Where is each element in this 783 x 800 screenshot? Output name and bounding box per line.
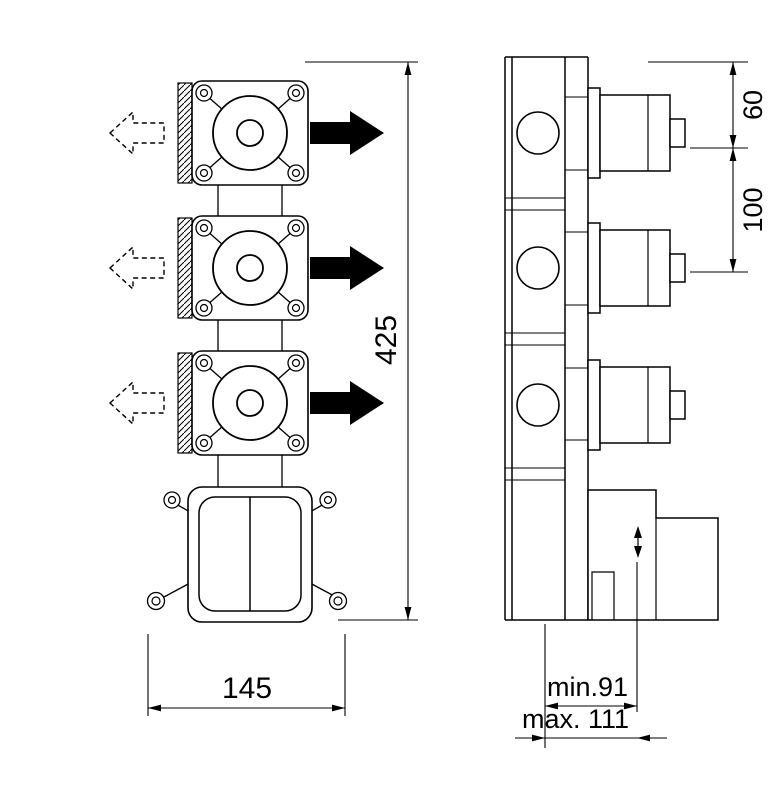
dimension-port-spacing-label: 100 (738, 187, 768, 232)
side-cartridge-2 (587, 222, 686, 314)
valve-module-1 (109, 80, 385, 186)
side-cartridge-3 (587, 359, 686, 451)
front-view (109, 80, 385, 623)
bottom-unit-screws (146, 491, 348, 611)
dimension-depth-min-label: min.91 (547, 672, 628, 702)
dimension-port-spacing (690, 148, 748, 273)
adjustment-range-arrow-icon (634, 526, 642, 558)
dimension-height (305, 61, 418, 621)
side-bottom-box (587, 489, 719, 621)
side-view (504, 56, 719, 621)
dimension-top-offset-label: 60 (738, 90, 768, 120)
valve-module-3 (109, 350, 385, 456)
side-body-details (505, 96, 588, 481)
module-connectors (217, 185, 283, 487)
valve-module-2 (109, 215, 385, 321)
dimension-height-label: 425 (370, 315, 403, 365)
dimension-depth (515, 562, 667, 748)
side-cartridge-1 (587, 87, 686, 179)
side-port-circles (516, 111, 560, 427)
dimension-width (147, 634, 346, 716)
dimension-depth-max-label: max. 111 (522, 704, 629, 734)
dimension-width-label: 145 (222, 672, 272, 705)
dimension-top-offset (648, 61, 748, 149)
front-bottom-unit (146, 486, 348, 623)
